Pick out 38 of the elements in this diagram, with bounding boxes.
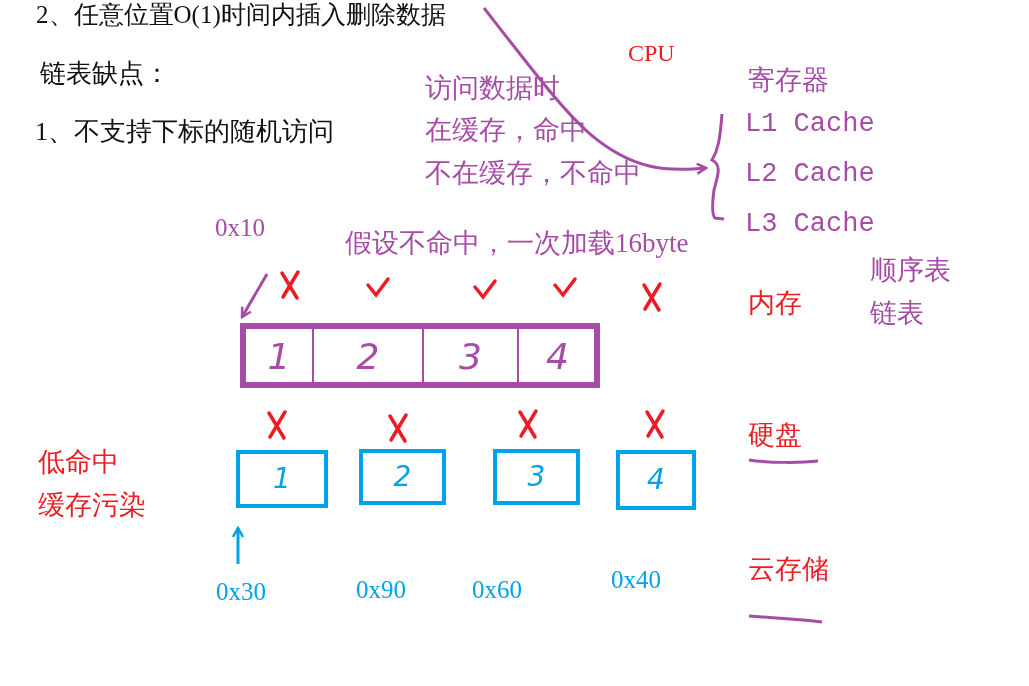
storage-label: 硬盘 xyxy=(748,421,802,451)
address-text: 0x10 xyxy=(215,214,265,242)
cell-number: 4 xyxy=(546,336,569,377)
cache-level-text: L3 Cache xyxy=(745,210,876,240)
address-text: 0x90 xyxy=(356,576,406,604)
node-number: 1 xyxy=(273,463,291,495)
structure-label: 顺序表 xyxy=(870,256,951,286)
list-node-box xyxy=(236,450,328,508)
cell-number: 1 xyxy=(267,336,291,377)
address-text: 0x40 xyxy=(611,566,661,594)
cache-level-text: L1 Cache xyxy=(745,110,876,140)
storage-label: 云存储 xyxy=(748,555,829,585)
note-text: 低命中 xyxy=(38,448,119,478)
arrow xyxy=(231,526,245,564)
cell-number: 3 xyxy=(459,336,482,377)
arrow xyxy=(482,7,708,175)
note-text: 缓存污染 xyxy=(38,491,146,521)
cache-level-text: L2 Cache xyxy=(745,160,876,190)
node-number: 3 xyxy=(527,461,546,493)
address-text: 0x60 xyxy=(472,576,522,604)
note-text: 不在缓存，不命中 xyxy=(425,159,641,189)
node-number: 4 xyxy=(647,464,665,496)
list-node-box xyxy=(493,449,580,505)
arrow xyxy=(240,273,269,319)
note-text: 假设不命中，一次加载16byte xyxy=(345,229,689,259)
cell-number: 2 xyxy=(356,336,380,377)
list-node-box xyxy=(616,450,696,510)
cpu-label: CPU xyxy=(628,40,675,67)
register-label: 寄存器 xyxy=(748,66,829,96)
node-number: 2 xyxy=(393,461,412,493)
heading-text: 2、任意位置O(1)时间内插入删除数据 xyxy=(36,1,446,29)
address-text: 0x30 xyxy=(216,578,266,606)
heading-text: 链表缺点： xyxy=(40,60,170,89)
memory-block xyxy=(240,323,600,388)
point-text: 1、不支持下标的随机访问 xyxy=(35,118,334,147)
structure-label: 链表 xyxy=(870,299,924,329)
storage-label: 内存 xyxy=(748,289,802,319)
list-node-box xyxy=(359,449,446,505)
